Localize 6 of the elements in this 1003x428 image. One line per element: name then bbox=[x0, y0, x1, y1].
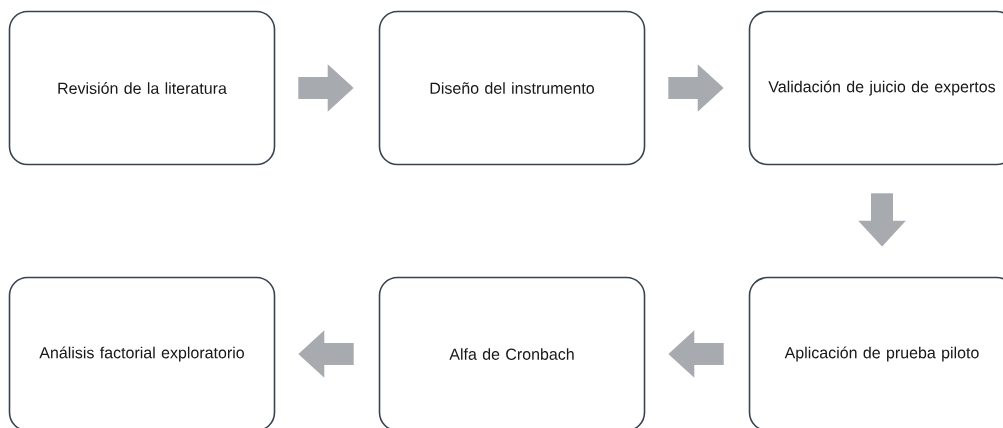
process-box: Aplicación de prueba piloto bbox=[748, 276, 1003, 428]
process-box: Alfa de Cronbach bbox=[378, 276, 646, 428]
process-box: Revisión de la literatura bbox=[8, 10, 276, 166]
process-box: Validación de juicio de expertos bbox=[748, 10, 1003, 166]
process-box: Diseño del instrumento bbox=[378, 10, 646, 166]
process-box: Análisis factorial exploratorio bbox=[8, 276, 276, 428]
